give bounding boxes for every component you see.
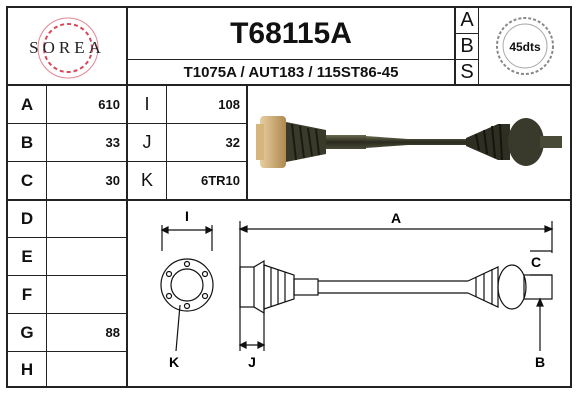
dim-label-b: B bbox=[535, 354, 545, 370]
spec-value-a: 610 bbox=[98, 97, 120, 112]
spec-value-g: 88 bbox=[105, 325, 120, 340]
dim-label-a: A bbox=[391, 210, 401, 226]
spec-label-j: J bbox=[142, 132, 152, 152]
spec-value-k: 6TR10 bbox=[200, 173, 240, 188]
dim-label-c: C bbox=[531, 254, 541, 270]
spec-label-b: B bbox=[20, 132, 34, 152]
brand-name: SOREA bbox=[29, 38, 105, 57]
product-sheet bbox=[6, 6, 572, 388]
abs-letter-a: A bbox=[460, 9, 474, 31]
spec-label-i: I bbox=[144, 94, 150, 114]
brand-logo: SOREA bbox=[8, 8, 126, 84]
abs-letter-b: B bbox=[460, 35, 474, 57]
spec-label-g: G bbox=[20, 322, 34, 342]
dim-label-j: J bbox=[248, 354, 256, 370]
technical-diagram: I A C K J B bbox=[128, 201, 572, 388]
part-number: T68115A bbox=[230, 17, 352, 50]
cross-references: T1075A / AUT183 / 115ST86-45 bbox=[183, 63, 399, 81]
spec-value-h bbox=[47, 352, 126, 388]
teeth-badge: 45dts bbox=[478, 8, 572, 84]
spec-label-c: C bbox=[20, 170, 34, 190]
spec-label-d: D bbox=[20, 209, 34, 228]
spec-label-f: F bbox=[21, 284, 33, 304]
logo-ring-icon bbox=[43, 23, 93, 73]
spec-value-f bbox=[47, 276, 126, 313]
dim-label-k: K bbox=[169, 354, 179, 370]
product-photo bbox=[248, 86, 572, 199]
spec-value-d bbox=[47, 201, 126, 237]
spec-value-b: 33 bbox=[105, 135, 120, 150]
spec-value-i: 108 bbox=[218, 97, 240, 112]
spec-value-e bbox=[47, 238, 126, 275]
spec-value-c: 30 bbox=[105, 173, 120, 188]
svg-text:45dts: 45dts bbox=[509, 40, 541, 54]
spec-label-e: E bbox=[21, 246, 33, 266]
gear-icon bbox=[496, 17, 554, 75]
spec-value-j: 32 bbox=[225, 135, 240, 150]
spec-label-a: A bbox=[20, 94, 34, 114]
spec-label-h: H bbox=[20, 360, 34, 379]
dim-label-i: I bbox=[185, 208, 189, 224]
drive-shaft-image bbox=[256, 116, 562, 168]
spec-label-k: K bbox=[140, 170, 153, 190]
abs-letter-s: S bbox=[460, 61, 474, 83]
